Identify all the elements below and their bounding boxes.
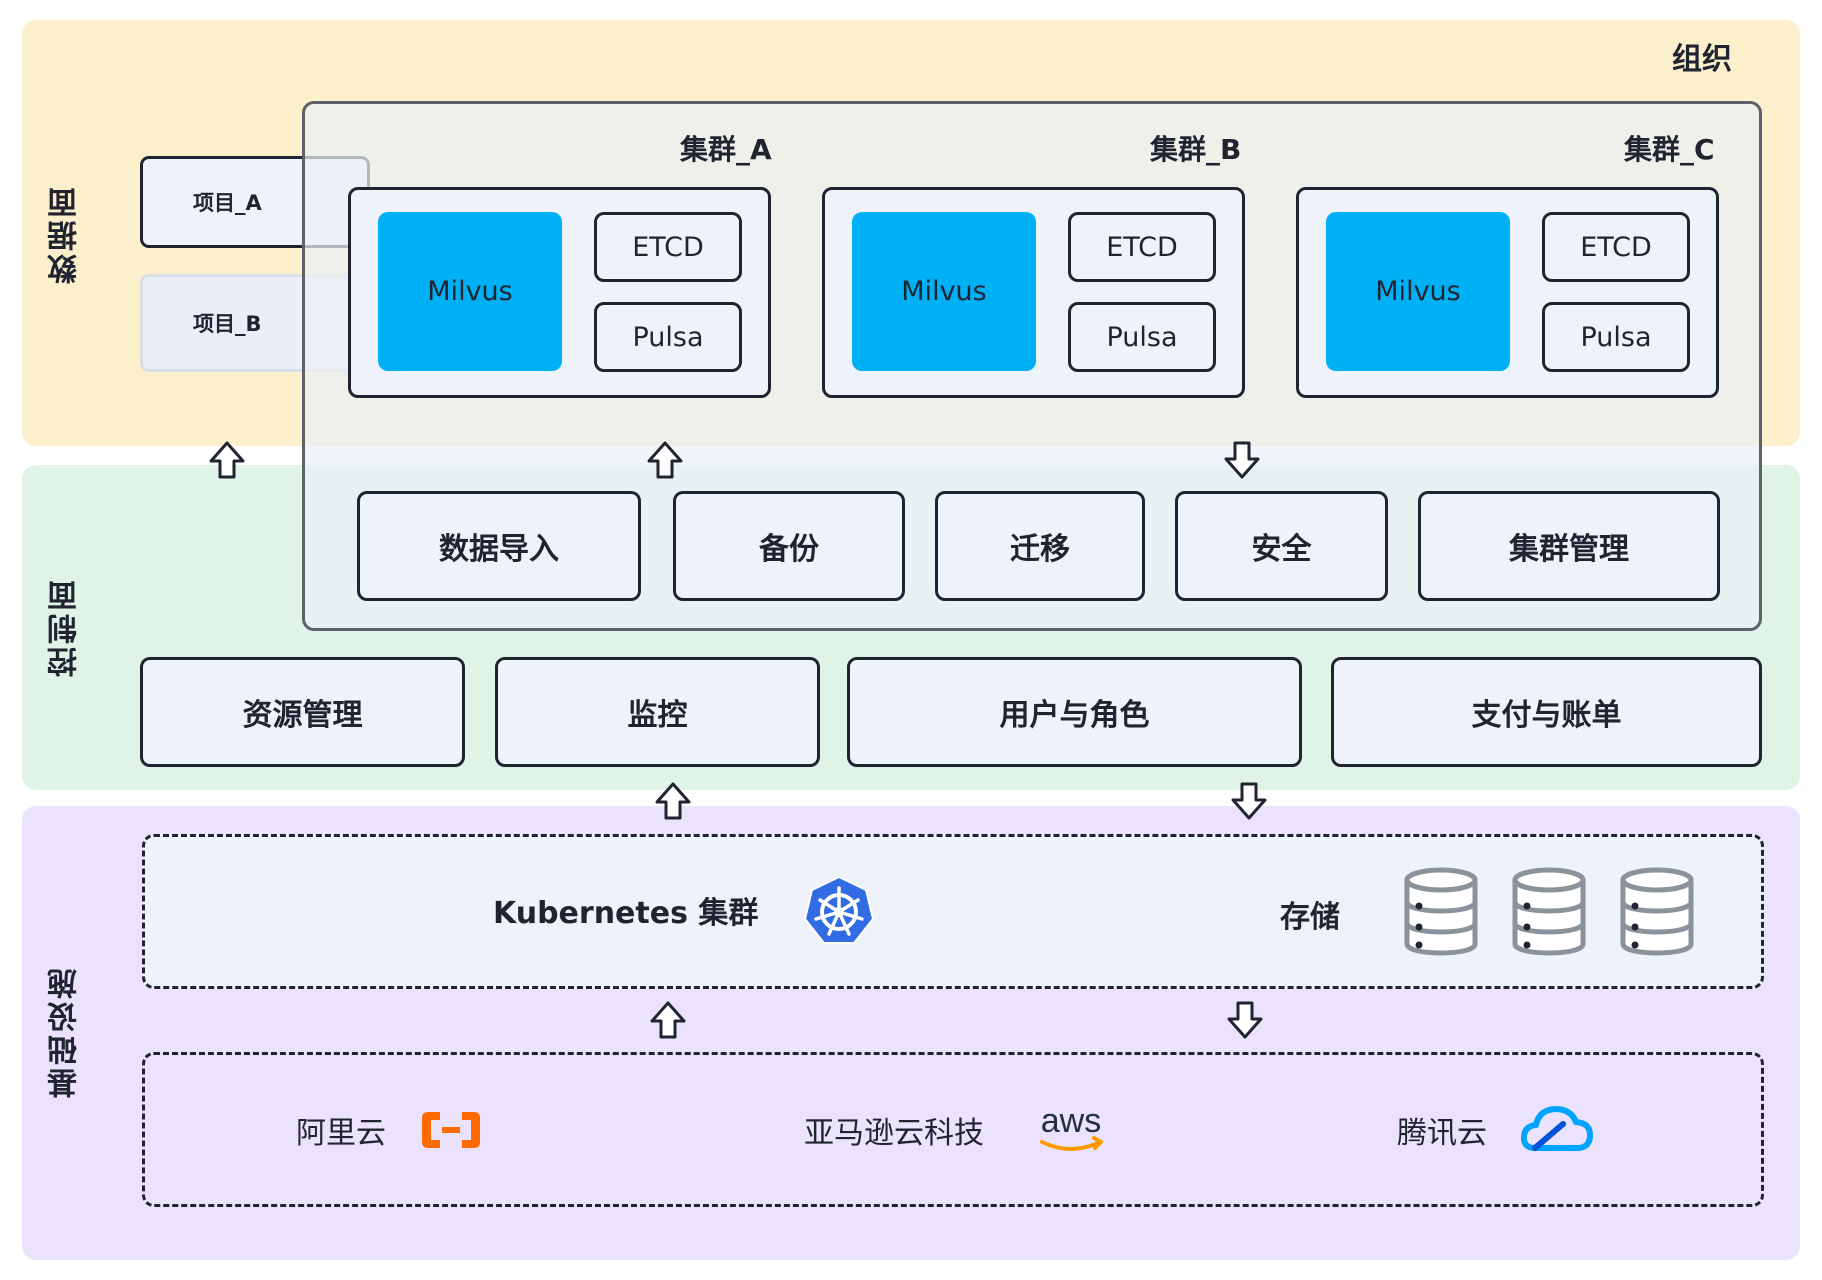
organization-title: 组织 <box>1672 42 1732 77</box>
cloud-providers-layer <box>142 1052 1764 1207</box>
arrow-down-icon <box>1227 1001 1263 1039</box>
cluster-b-title: 集群_B <box>1150 133 1242 166</box>
database-icon <box>1512 867 1586 956</box>
arrow-down-icon <box>1231 782 1267 820</box>
payment-and-billing-button[interactable]: 支付与账单 <box>1331 657 1762 767</box>
kubernetes-icon <box>803 875 875 944</box>
cluster-a-milvus[interactable]: Milvus <box>378 212 562 371</box>
cluster-a-title: 集群_A <box>680 133 772 166</box>
cluster-b-pulsa[interactable]: Pulsa <box>1068 302 1216 372</box>
cluster-c-milvus[interactable]: Milvus <box>1326 212 1510 371</box>
cluster-c-pulsa[interactable]: Pulsa <box>1542 302 1690 372</box>
control-plane-label: 控制面 <box>48 578 83 677</box>
alibaba-cloud-label: 阿里云 <box>296 1116 386 1151</box>
cluster-c-title: 集群_C <box>1624 133 1715 166</box>
aws-label: 亚马逊云科技 <box>804 1116 984 1151</box>
kubernetes-cluster-label: Kubernetes 集群 <box>493 896 759 931</box>
monitoring-button[interactable]: 监控 <box>495 657 820 767</box>
arrow-up-icon <box>650 1001 686 1039</box>
users-and-roles-button[interactable]: 用户与角色 <box>847 657 1302 767</box>
data-import-button[interactable]: 数据导入 <box>357 491 641 601</box>
arrow-up-icon <box>209 441 245 479</box>
security-button[interactable]: 安全 <box>1175 491 1388 601</box>
arrow-up-icon <box>647 441 683 479</box>
alibaba-cloud-icon <box>422 1112 480 1148</box>
migration-button[interactable]: 迁移 <box>935 491 1145 601</box>
data-plane-label: 数据面 <box>48 185 83 284</box>
aws-icon: aws <box>1040 1102 1103 1151</box>
project-a-label: 项目_A <box>193 191 262 215</box>
tencent-cloud-icon <box>1521 1106 1593 1151</box>
kubernetes-storage-layer <box>142 834 1764 989</box>
arrow-up-icon <box>655 782 691 820</box>
database-icon <box>1620 867 1694 956</box>
cluster-c-etcd[interactable]: ETCD <box>1542 212 1690 282</box>
arrow-down-icon <box>1224 441 1260 479</box>
infrastructure-label: 基础设施 <box>48 966 83 1098</box>
backup-button[interactable]: 备份 <box>673 491 905 601</box>
cluster-b-milvus[interactable]: Milvus <box>852 212 1036 371</box>
project-b-label: 项目_B <box>193 312 262 336</box>
cluster-a-etcd[interactable]: ETCD <box>594 212 742 282</box>
cluster-a-pulsa[interactable]: Pulsa <box>594 302 742 372</box>
cluster-management-button[interactable]: 集群管理 <box>1418 491 1720 601</box>
database-icon <box>1404 867 1478 956</box>
tencent-cloud-label: 腾讯云 <box>1397 1116 1487 1151</box>
svg-text:aws: aws <box>1041 1102 1101 1140</box>
cluster-b-etcd[interactable]: ETCD <box>1068 212 1216 282</box>
resource-management-button[interactable]: 资源管理 <box>140 657 465 767</box>
storage-label: 存储 <box>1280 900 1340 935</box>
